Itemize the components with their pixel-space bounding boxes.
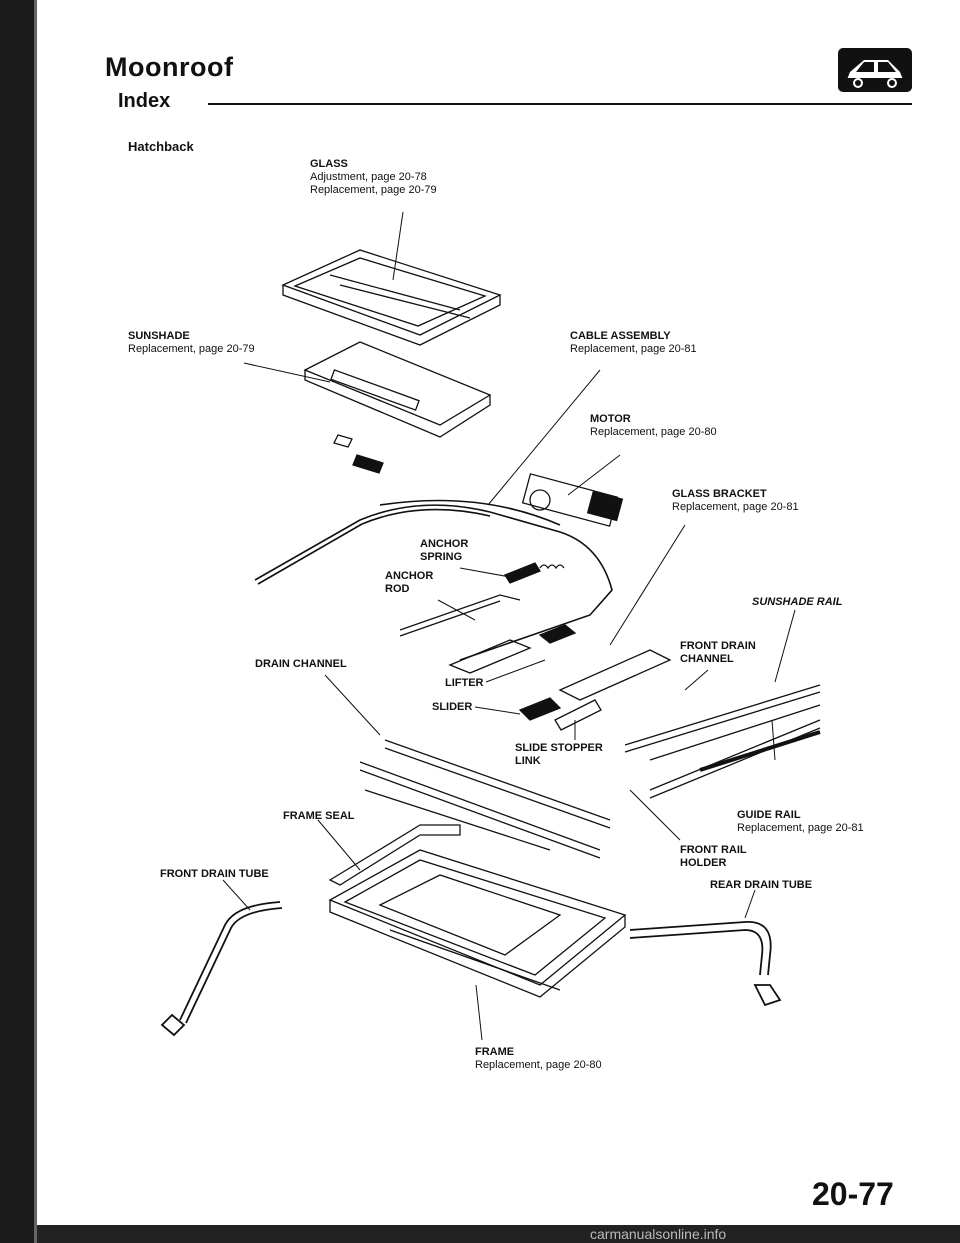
label-front-drain-tube: FRONT DRAIN TUBE [160,868,269,880]
header-rule [208,103,912,105]
drain-channel-part [359,739,611,859]
glass-panel [281,249,502,346]
label-anchor-spring: ANCHOR SPRING [420,538,469,563]
label-motor: MOTOR Replacement, page 20-80 [590,413,717,438]
sunshade-part [303,341,492,474]
label-front-rail-holder: FRONT RAIL HOLDER [680,844,747,869]
label-guide-rail: GUIDE RAIL Replacement, page 20-81 [737,809,864,834]
label-sunshade-rail: SUNSHADE RAIL [752,596,843,608]
label-front-drain-channel: FRONT DRAIN CHANNEL [680,640,756,665]
page-number: 20-77 [812,1176,894,1212]
page-title: Moonroof [105,52,234,82]
label-slide-stopper-link: SLIDE STOPPER LINK [515,742,603,767]
guide-rail-part [624,684,821,799]
label-lifter: LIFTER [445,677,484,689]
front-drain-tube-part [160,901,283,1037]
label-glass: GLASS Adjustment, page 20-78 Replacement… [310,158,437,196]
frame-part [328,849,627,998]
section-heading: Hatchback [128,139,194,154]
left-binding-edge [34,0,37,1243]
label-sunshade: SUNSHADE Replacement, page 20-79 [128,330,255,355]
leader-lines [222,211,796,1041]
label-slider: SLIDER [432,701,473,713]
label-frame-seal: FRAME SEAL [283,810,355,822]
page-subtitle: Index [118,90,171,112]
cable-assembly-part [254,499,613,661]
anchor-parts [399,562,565,637]
label-frame: FRAME Replacement, page 20-80 [475,1046,602,1071]
left-binding-bar [0,0,34,1243]
label-rear-drain-tube: REAR DRAIN TUBE [710,879,813,891]
label-glass-bracket: GLASS BRACKET Replacement, page 20-81 [672,488,799,513]
label-cable-assembly: CABLE ASSEMBLY Replacement, page 20-81 [570,330,697,355]
motor-part [521,473,624,527]
label-anchor-rod: ANCHOR ROD [385,570,434,595]
lifter-slider-parts [448,624,672,731]
bottom-bar [37,1225,960,1243]
rear-drain-tube-part [629,921,782,1007]
car-icon [838,48,912,92]
watermark: carmanualsonline.info [590,1226,727,1242]
label-drain-channel: DRAIN CHANNEL [255,658,347,670]
frame-seal-part [328,824,461,886]
